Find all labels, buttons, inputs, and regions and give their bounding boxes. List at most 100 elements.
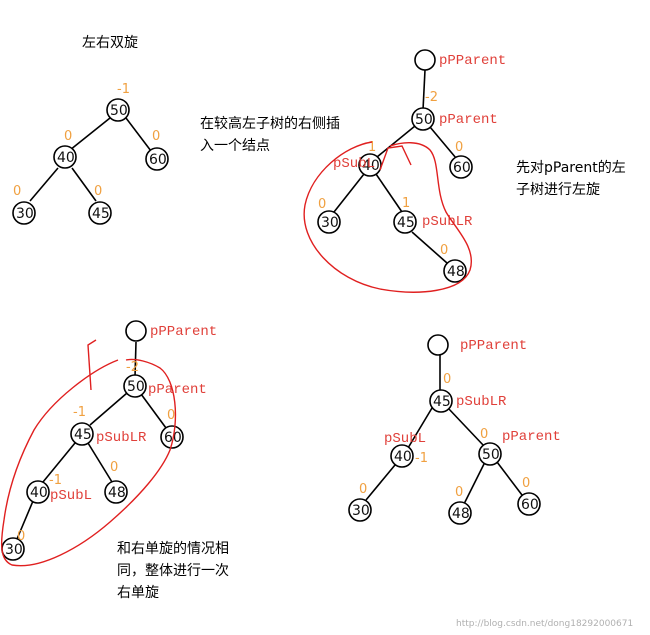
label-pParent: pParent: [439, 112, 498, 128]
balance-factor-30: 0: [17, 529, 25, 544]
label-pSubLR: pSubLR: [96, 430, 147, 446]
node-50-value: 50: [482, 447, 500, 463]
node-pPParent: [414, 49, 436, 71]
node-45-value: 45: [74, 427, 92, 443]
node-45-value: 45: [433, 394, 451, 410]
node-60: [145, 147, 169, 171]
node-50-value: 50: [127, 379, 145, 395]
balance-factor-30: 0: [13, 184, 21, 199]
node-30: [348, 498, 372, 522]
node-30-value: 30: [352, 503, 370, 519]
left-rotation-arrow: [379, 145, 412, 171]
balance-factor-50: -2: [126, 360, 139, 375]
balance-factor-60: 0: [455, 140, 463, 155]
node-40-value: 40: [30, 485, 48, 501]
node-40-value: 40: [394, 449, 412, 465]
node-40: [26, 480, 50, 504]
node-48: [104, 480, 128, 504]
label-pPParent: pPParent: [150, 324, 217, 340]
label-pPParent: pPParent: [460, 338, 527, 354]
label-pSubLR: pSubLR: [422, 214, 473, 230]
balance-factor-50: 0: [480, 427, 488, 442]
node-40: [53, 145, 77, 169]
balance-factor-30: 0: [359, 482, 367, 497]
node-40: [358, 153, 382, 177]
label-pParent: pParent: [502, 429, 561, 445]
balance-factor-50: -1: [117, 82, 130, 97]
node-45-value: 45: [92, 206, 110, 222]
left-rotate-note-line2: 子树进行左旋: [516, 182, 600, 198]
balance-factor-50: -2: [425, 90, 438, 105]
rotation-region-outline: [303, 141, 473, 293]
node-50: [106, 98, 130, 122]
right-rotation-arrow: [87, 339, 97, 391]
watermark-text: http://blog.csdn.net/dong18292000671: [456, 619, 633, 629]
balance-factor-pPParent-link: 0: [443, 372, 451, 387]
node-45-value: 45: [397, 215, 415, 231]
node-30: [317, 210, 341, 234]
node-48-value: 48: [108, 485, 126, 501]
balance-factor-45: 1: [402, 196, 410, 211]
node-40-value: 40: [362, 158, 380, 174]
insert-note-line2: 入一个结点: [200, 138, 270, 154]
node-50: [411, 107, 435, 131]
balance-factor-48: 0: [110, 460, 118, 475]
node-45: [429, 389, 453, 413]
node-60-value: 60: [149, 152, 167, 168]
balance-factor-48: 0: [455, 485, 463, 500]
balance-factor-60: 0: [522, 476, 530, 491]
node-50: [123, 374, 147, 398]
node-40: [390, 444, 414, 468]
balance-factor-60: 0: [152, 129, 160, 144]
balance-factor-40: 0: [64, 129, 72, 144]
label-pParent: pParent: [148, 382, 207, 398]
node-45: [88, 201, 112, 225]
node-45: [393, 210, 417, 234]
balance-factor-45: -1: [73, 405, 86, 420]
insert-note-line1: 在较高左子树的右侧插: [200, 115, 340, 132]
node-50-value: 50: [415, 112, 433, 128]
balance-factor-48: 0: [440, 243, 448, 258]
node-30-value: 30: [5, 542, 23, 558]
node-60: [449, 155, 473, 179]
label-pSubL: pSubL: [50, 488, 92, 504]
right-rotate-note-line1: 和右单旋的情况相: [117, 541, 229, 557]
node-50-value: 50: [110, 103, 128, 119]
node-pPParent: [427, 334, 449, 356]
label-pPParent: pPParent: [439, 53, 506, 69]
node-40-value: 40: [57, 150, 75, 166]
node-48: [443, 259, 467, 283]
node-60: [517, 492, 541, 516]
balance-factor-45: 0: [94, 184, 102, 199]
node-48-value: 48: [452, 506, 470, 522]
right-rotate-note-line3: 右单旋: [117, 585, 159, 601]
node-45: [70, 422, 94, 446]
node-60-value: 60: [453, 160, 471, 176]
balance-factor-60: 0: [167, 408, 175, 423]
label-pSubL: pSubL: [384, 431, 426, 447]
balance-factor-40: -1: [49, 473, 62, 488]
node-48-value: 48: [447, 264, 465, 280]
tree-after-insert: 50 40 60 30 45 48 -2 1 0 0 1 0 pPParent …: [303, 49, 506, 293]
node-pPParent: [125, 320, 147, 342]
title-text: 左右双旋: [82, 35, 138, 51]
tree-final: 45 40 50 30 48 60 0 0 -1 0 0 0 0 pPParen…: [348, 334, 561, 525]
right-rotate-note-line2: 同，整体进行一次: [117, 563, 229, 579]
node-60: [160, 425, 184, 449]
label-pSubL: pSubL: [333, 156, 375, 172]
node-30-value: 30: [321, 215, 339, 231]
node-60-value: 60: [521, 497, 539, 513]
balance-factor-40: 1: [368, 140, 376, 155]
node-30-value: 30: [16, 206, 34, 222]
tree-initial: 50 40 60 30 45 -1 0 0 0 0: [12, 82, 169, 225]
rotation-region-outline: [0, 358, 177, 567]
node-30: [12, 201, 36, 225]
tree-after-left-rotation: 50 45 60 40 48 30 -2 -1 0 0 -1 0 pPParen…: [0, 320, 217, 567]
balance-factor-40: -1: [415, 451, 428, 466]
left-rotate-note-line1: 先对pParent的左: [516, 160, 626, 176]
balance-factor-30: 0: [318, 197, 326, 212]
node-50: [478, 442, 502, 466]
node-48: [448, 501, 472, 525]
